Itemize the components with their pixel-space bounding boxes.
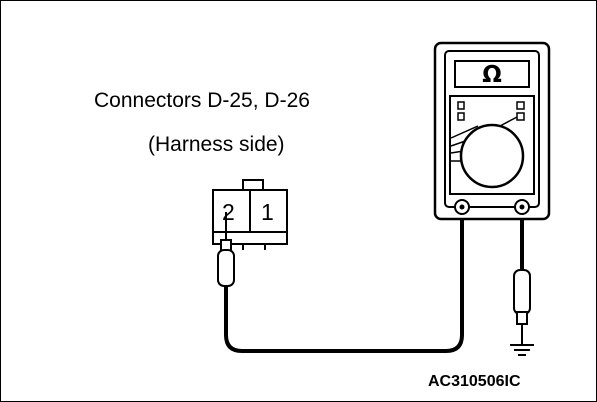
harness-wire	[224, 212, 464, 353]
connector-pin-1: 1	[261, 199, 274, 225]
probe-icon	[217, 212, 235, 287]
connector-caption: Connectors D-25, D-26	[94, 89, 310, 112]
connector-pin-2: 2	[222, 199, 235, 225]
ohm-symbol: Ω	[482, 62, 502, 88]
ground-probe-icon	[513, 269, 531, 345]
harness-side-caption: (Harness side)	[148, 133, 285, 156]
figure-id: AC310506IC	[428, 373, 521, 390]
ground-icon	[510, 344, 534, 356]
ohmmeter-icon: Ω	[433, 41, 551, 221]
